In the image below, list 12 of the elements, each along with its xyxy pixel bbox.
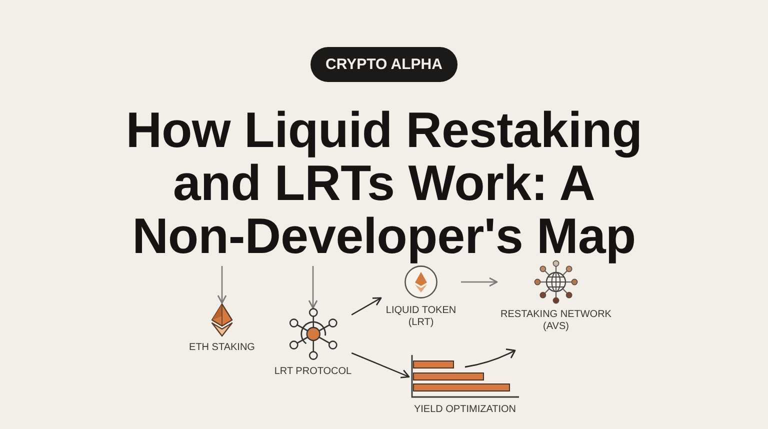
category-tag: CRYPTO ALPHA bbox=[310, 47, 458, 82]
arrow bbox=[351, 352, 410, 378]
arrow bbox=[308, 266, 318, 309]
arrow bbox=[217, 266, 227, 304]
step-label: RESTAKING NETWORK (AVS) bbox=[500, 309, 612, 333]
arrow bbox=[461, 277, 498, 287]
step-label: YIELD OPTIMIZATION bbox=[414, 404, 516, 416]
step-label: LIQUID TOKEN (LRT) bbox=[384, 305, 458, 329]
title: How Liquid Restaking and LRTs Work: A Non-Developer's Map bbox=[124, 104, 644, 263]
arrow bbox=[351, 297, 382, 316]
step-label: ETH STAKING bbox=[189, 342, 255, 354]
step-label: LRT PROTOCOL bbox=[274, 366, 352, 378]
